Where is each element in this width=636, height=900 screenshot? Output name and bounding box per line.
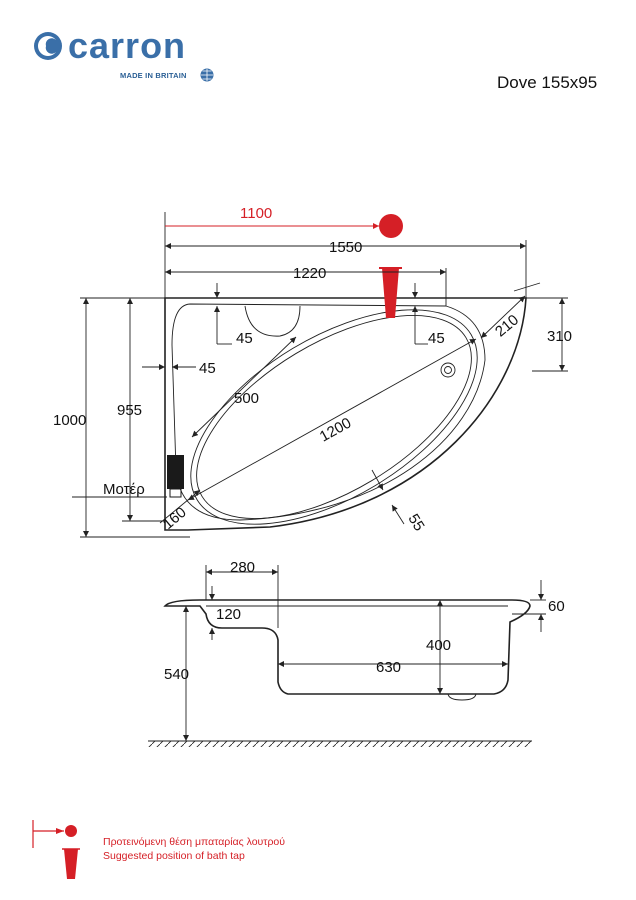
dim-rim-top-left: 45 <box>236 330 253 347</box>
dim-total-width: 1000 <box>53 412 86 429</box>
motor-block <box>167 455 184 489</box>
plan-view: 1100 1550 1220 45 45 45 210 310 500 <box>53 205 572 538</box>
legend: Προτεινόμενη θέση μπαταρίας λουτρού Sugg… <box>32 820 285 879</box>
section-outline <box>163 599 531 695</box>
dim-total-length: 1550 <box>329 239 362 256</box>
dim-right-depth: 310 <box>547 328 572 345</box>
dim-basin-depth: 400 <box>426 637 451 654</box>
globe-icon <box>200 68 214 82</box>
legend-tap-icon <box>32 820 80 879</box>
headrest-recess <box>244 305 301 337</box>
motor-block-base <box>169 488 182 498</box>
dim-line-diagonal-corner <box>480 295 526 339</box>
dim-basin-length: 1200 <box>317 414 354 445</box>
dim-inner-width: 955 <box>117 402 142 419</box>
bath-tap-icon <box>379 214 403 318</box>
legend-line-english: Suggested position of bath tap <box>103 850 245 862</box>
carron-logo: carron MADE IN BRITAIN <box>34 25 214 82</box>
dim-rim-left: 45 <box>199 360 216 377</box>
dim-line-basin <box>187 338 477 501</box>
legend-line-greek: Προτεινόμενη θέση μπαταρίας λουτρού <box>103 836 285 848</box>
dim-corner-left: 160 <box>160 504 190 533</box>
section-view: 280 120 60 400 630 540 <box>148 559 565 747</box>
logo-tagline: MADE IN BRITAIN <box>120 71 187 80</box>
section-inner-line <box>206 605 508 665</box>
logo-wordmark: carron <box>68 25 186 66</box>
dim-tap-position: 1100 <box>240 205 272 222</box>
dim-total-height: 540 <box>164 666 189 683</box>
rim-contour <box>171 303 486 521</box>
dim-line-corner-left <box>159 489 201 524</box>
dim-diagonal-corner: 210 <box>492 311 522 340</box>
section-drain <box>447 693 477 701</box>
dim-rim-front: 55 <box>404 511 427 534</box>
dim-headrest-length: 500 <box>234 390 259 407</box>
dim-line-headrest <box>191 336 297 438</box>
dim-line-rim-front-b <box>391 504 405 525</box>
dim-rim-top-right: 45 <box>428 330 445 347</box>
floor-hatch <box>148 741 532 747</box>
dim-floor-length: 630 <box>376 659 401 676</box>
dim-seat-depth: 120 <box>216 606 241 623</box>
logo-swirl-icon <box>34 32 62 60</box>
motor-label: Μοτέρ <box>103 481 145 498</box>
dim-line-rim-front <box>371 469 384 491</box>
dim-inner-length: 1220 <box>293 265 326 282</box>
dim-rim-height: 60 <box>548 598 565 615</box>
model-title: Dove 155x95 <box>497 73 597 92</box>
dim-ext-diagonal <box>513 282 541 292</box>
drain-icon <box>440 362 456 378</box>
dim-seat-width: 280 <box>230 559 255 576</box>
